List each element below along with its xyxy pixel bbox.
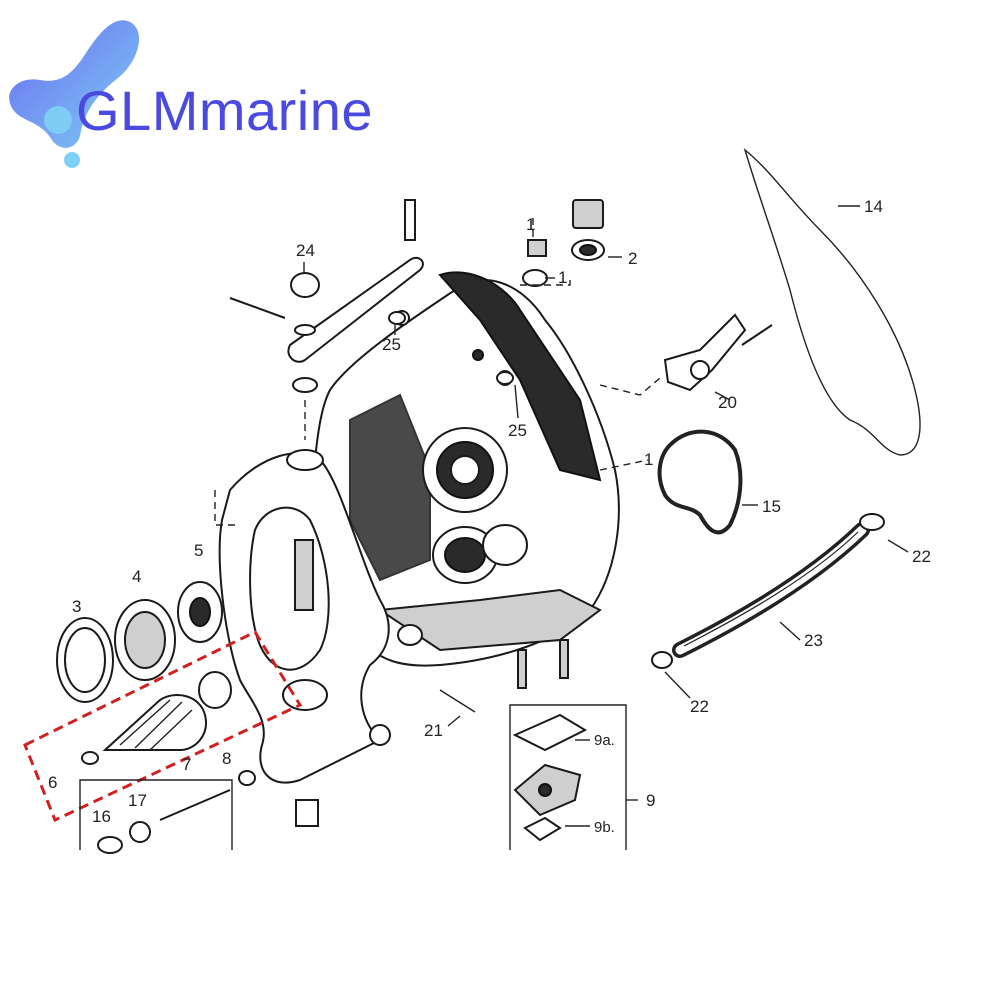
callout-5: 5 (194, 541, 203, 560)
brand-name: GLMmarine (76, 79, 374, 142)
callout-7: 7 (182, 755, 191, 774)
logo-icon (9, 20, 140, 168)
hose-23 (651, 513, 885, 669)
callout-20: 20 (718, 393, 737, 412)
callout-21: 21 (424, 721, 443, 740)
callout-24: 24 (296, 241, 315, 260)
gimbal-housing (218, 449, 423, 784)
callout-14: 14 (864, 197, 883, 216)
callout-9b: 9b. (594, 819, 615, 836)
callout-25b: 25 (508, 421, 527, 440)
bearing-parts-left (56, 581, 223, 703)
callout-6: 6 (48, 773, 57, 792)
pin-21 (295, 689, 476, 827)
shaft-assembly (79, 779, 233, 854)
fitting-20 (663, 313, 773, 392)
callout-1a: 1 (526, 215, 535, 234)
callout-8: 8 (222, 749, 231, 768)
highlight-box (23, 630, 303, 823)
callout-16: 16 (92, 807, 111, 826)
callout-25a: 25 (382, 335, 401, 354)
bearings-top (522, 199, 605, 287)
gasket-14 (743, 148, 921, 456)
callout-1c: 1 (644, 450, 653, 469)
part-9-assembly (509, 639, 627, 850)
callout-23: 23 (804, 631, 823, 650)
callout-9: 9 (646, 791, 655, 810)
gasket-15 (657, 429, 743, 535)
steering-arm (229, 199, 514, 393)
bellows-assembly (81, 671, 256, 786)
callout-17: 17 (128, 791, 147, 810)
callout-22b: 22 (690, 697, 709, 716)
callout-22a: 22 (912, 547, 931, 566)
callout-3: 3 (72, 597, 81, 616)
callout-9a: 9a. (594, 732, 615, 749)
bell-housing (313, 271, 620, 667)
leader-lines (214, 205, 909, 827)
callout-4: 4 (132, 567, 141, 586)
callout-1b: 1 (558, 268, 567, 287)
callout-15: 15 (762, 497, 781, 516)
callout-2: 2 (628, 249, 637, 268)
